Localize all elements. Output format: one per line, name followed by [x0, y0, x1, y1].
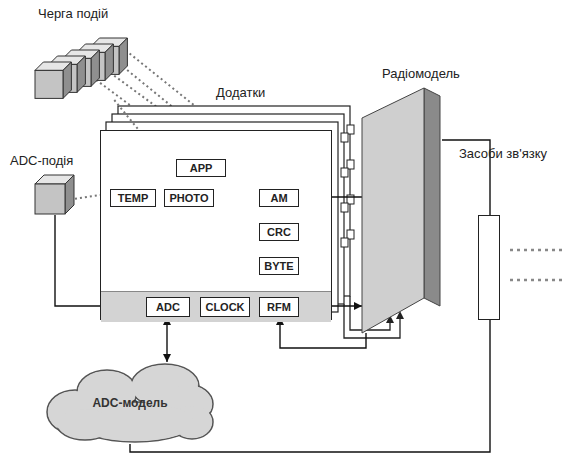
heading-text: Радіомодель: [382, 66, 460, 81]
module-box: PHOTO: [164, 189, 214, 207]
module-label: BYTE: [264, 260, 293, 272]
heading-text: Засоби зв'язку: [459, 146, 547, 161]
cube-icon: [35, 62, 71, 98]
communication-box: Засоби зв'язку: [478, 215, 500, 320]
module-box: CRC: [259, 223, 299, 241]
module-box: AM: [259, 189, 299, 207]
module-label: TEMP: [118, 192, 149, 204]
module-label: AM: [270, 192, 287, 204]
module-label: PHOTO: [170, 192, 209, 204]
module-label: RFM: [267, 301, 291, 313]
module-box: BYTE: [259, 257, 299, 275]
application-box: ДодаткиAPPTEMPPHOTOAMCRCBYTEADCCLOCKRFM: [100, 130, 332, 320]
node-outline: [35, 175, 75, 215]
cloud-label-holder: ADC-модель: [45, 362, 215, 444]
cloud-label: ADC-модель: [92, 396, 167, 410]
module-label: APP: [190, 162, 213, 174]
node-heading: Радіомодель: [382, 64, 460, 82]
cloud-fill: [48, 365, 212, 441]
slab-front: [362, 88, 424, 333]
node-outline: [30, 28, 140, 100]
drawing-part: [58, 409, 112, 439]
heading-text: ADC-подія: [10, 153, 73, 168]
radio-model: Радіомодель: [362, 88, 442, 333]
module-label: CRC: [267, 226, 291, 238]
slab-side: [424, 88, 440, 306]
event-queue: Черга подій: [30, 28, 140, 100]
cloud-outline: [47, 364, 213, 442]
drawing-part: [119, 38, 127, 74]
module-box: CLOCK: [200, 297, 250, 317]
connector-line: [166, 317, 167, 362]
cube-icon: [35, 175, 74, 214]
event-cube: ADC-подія: [35, 175, 75, 215]
dotted-link: [114, 100, 138, 130]
module-box: RFM: [259, 297, 299, 317]
drawing-part: [35, 184, 65, 214]
adc-model-cloud: ADC-модель: [45, 362, 215, 444]
node-heading: Додатки: [216, 83, 265, 101]
heading-text: Додатки: [216, 85, 265, 100]
drawing-part: [91, 50, 99, 86]
node-heading: Черга подій: [38, 4, 108, 22]
module-label: ADC: [156, 301, 180, 313]
module-box: APP: [176, 159, 226, 177]
drawing-part: [35, 70, 63, 98]
module-box: TEMP: [110, 189, 156, 207]
node-outline: [362, 88, 442, 333]
node-heading: ADC-подія: [10, 151, 73, 169]
drawing-part: [63, 62, 71, 98]
module-box: ADC: [146, 297, 190, 317]
module-label: CLOCK: [205, 301, 244, 313]
heading-text: Черга подій: [38, 6, 108, 21]
drawing-part: [65, 175, 74, 214]
node-heading: Засоби зв'язку: [459, 144, 547, 162]
dotted-link: [75, 195, 100, 199]
drawing-part: [77, 56, 85, 92]
drawing-part: [105, 44, 113, 80]
